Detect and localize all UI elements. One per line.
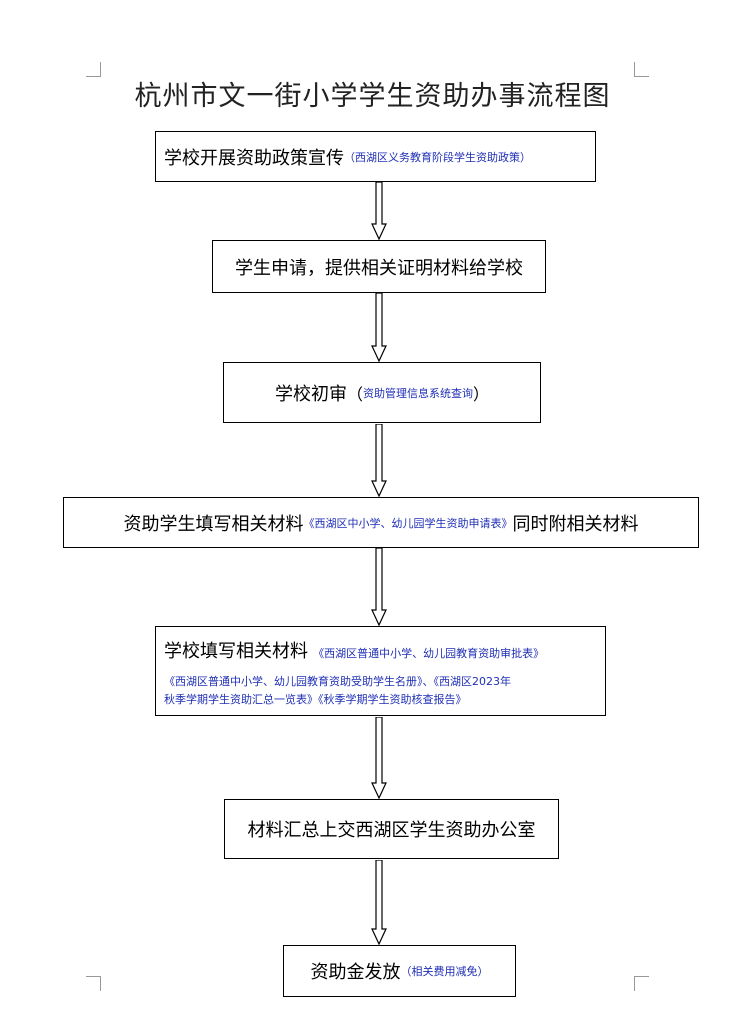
step-1-note: （西湖区义务教育阶段学生资助政策） (344, 150, 531, 164)
step-4-box: 资助学生填写相关材料 《西湖区中小学、幼儿园学生资助申请表》 同时附相关材料 (63, 497, 699, 548)
step-7-label: 资助金发放 (310, 962, 401, 983)
step-3-label: 学校初审 (274, 383, 347, 405)
step-1-label: 学校开展资助政策宣传 (164, 147, 344, 169)
step-2-label: 学生申请，提供相关证明材料给学校 (235, 257, 523, 279)
step-7-note: （相关费用减免） (400, 965, 489, 978)
step-3-note: 资助管理信息系统查询 (363, 386, 473, 400)
page-corner-mark-bottom-left (86, 976, 101, 991)
step-5-note: 《西湖区普通中小学、幼儿园教育资助审批表》 (313, 647, 545, 660)
step-3-paren-open: （ (346, 384, 363, 404)
step-5-box: 学校填写相关材料 《西湖区普通中小学、幼儿园教育资助审批表》 《西湖区普通中小学… (155, 626, 606, 716)
flow-arrow-1 (371, 182, 387, 240)
flow-arrow-2 (371, 293, 387, 362)
flow-arrow-5 (371, 717, 387, 799)
flow-arrow-3 (371, 424, 387, 497)
step-4-tail: 同时附相关材料 (512, 513, 639, 535)
page-title: 杭州市文一街小学学生资助办事流程图 (134, 81, 611, 112)
step-3-paren-close: ） (473, 384, 490, 404)
page-corner-mark-bottom-right (634, 976, 649, 991)
step-5-note-line-b: 秋季学期学生资助汇总一览表》《秋季学期学生资助核查报告》 (164, 693, 467, 706)
step-1-box: 学校开展资助政策宣传 （西湖区义务教育阶段学生资助政策） (155, 131, 596, 182)
flow-arrow-4 (371, 548, 387, 626)
step-4-label: 资助学生填写相关材料 (123, 513, 304, 535)
step-6-label: 材料汇总上交西湖区学生资助办公室 (247, 820, 536, 841)
step-4-note: 《西湖区中小学、幼儿园学生资助申请表》 (303, 516, 513, 530)
step-7-box: 资助金发放 （相关费用减免） (283, 945, 516, 997)
page-corner-mark-top-left (86, 62, 101, 77)
step-3-box: 学校初审 （ 资助管理信息系统查询 ） (223, 362, 541, 423)
step-5-note-line-a: 《西湖区普通中小学、幼儿园教育资助受助学生名册》、《西湖区2023年 (164, 675, 511, 688)
step-5-label: 学校填写相关材料 (164, 641, 308, 662)
step-2-box: 学生申请，提供相关证明材料给学校 (212, 240, 546, 293)
page-corner-mark-top-right (634, 62, 649, 77)
step-6-box: 材料汇总上交西湖区学生资助办公室 (224, 799, 559, 859)
flow-arrow-6 (371, 860, 387, 945)
